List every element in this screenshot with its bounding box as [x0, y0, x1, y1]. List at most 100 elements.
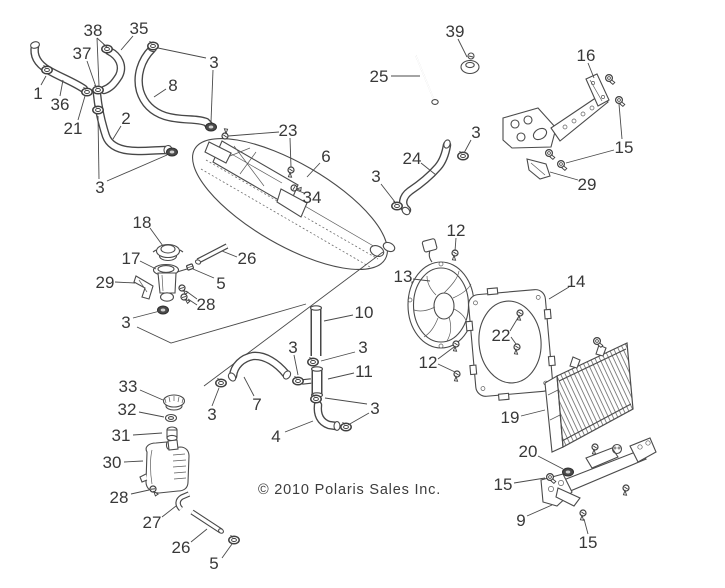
part-small-bracket-right — [526, 158, 551, 180]
leader-line — [157, 47, 207, 59]
part-hose-elbow — [313, 400, 341, 431]
leader-line — [520, 409, 546, 417]
leader-line — [618, 103, 623, 140]
leader-line — [77, 95, 86, 121]
leader-line — [138, 411, 165, 418]
clamp-icon — [92, 84, 104, 95]
callout-3: 3 — [207, 405, 216, 424]
leader-line — [86, 60, 97, 88]
part-tube-straight — [309, 305, 323, 356]
part-hose-short — [227, 351, 292, 382]
callout-3: 3 — [121, 313, 130, 332]
bolt-icon — [604, 73, 616, 86]
leader-line — [293, 354, 299, 376]
fitting-icon — [185, 263, 195, 271]
callout-26: 26 — [238, 249, 257, 268]
leader-line — [132, 310, 161, 319]
leader-line — [221, 543, 233, 559]
leader-line — [149, 227, 164, 247]
leader-line — [526, 504, 553, 517]
leader-line — [380, 183, 396, 203]
leader-line — [583, 518, 589, 535]
callout-21: 21 — [64, 119, 83, 138]
leader-line — [96, 37, 108, 48]
part-filler-neck — [152, 263, 188, 302]
part-rod — [415, 55, 439, 105]
clamp-icon — [81, 86, 93, 97]
callout-16: 16 — [577, 46, 596, 65]
leader-line — [320, 351, 356, 362]
callout-33: 33 — [119, 377, 138, 396]
callout-30: 30 — [103, 453, 122, 472]
part-cooling-fan — [407, 238, 475, 349]
callout-15: 15 — [579, 533, 598, 552]
callout-34: 34 — [303, 188, 322, 207]
leader-line — [211, 387, 220, 407]
callout-3: 3 — [358, 338, 367, 357]
leader-line — [537, 455, 564, 470]
callout-22: 22 — [492, 326, 511, 345]
callout-5: 5 — [209, 554, 218, 573]
screw-icon — [591, 443, 599, 455]
callout-7: 7 — [252, 395, 261, 414]
part-mount — [460, 52, 480, 75]
leader-line — [289, 137, 292, 168]
screw-icon — [451, 249, 459, 261]
leader-line — [565, 149, 615, 164]
part-lower-bracket — [540, 437, 657, 507]
callout-23: 23 — [279, 121, 298, 140]
leader-line — [112, 125, 122, 140]
screw-icon — [452, 340, 460, 352]
clamp-icon — [166, 147, 178, 157]
callout-9: 9 — [516, 511, 525, 530]
part-t-fitting — [301, 366, 324, 398]
callout-15: 15 — [494, 475, 513, 494]
leader-line — [40, 75, 47, 86]
leader-line — [190, 528, 208, 543]
clamp-icon — [391, 200, 403, 211]
part-hose-upper-right — [398, 139, 452, 216]
clamp-icon — [41, 64, 53, 75]
leader-line — [513, 477, 546, 484]
leader-line — [347, 412, 370, 426]
part-vent-tube-lower — [190, 509, 224, 534]
clamp-icon — [157, 305, 169, 315]
clamp-icon — [215, 377, 227, 388]
copyright-text: © 2010 Polaris Sales Inc. — [258, 482, 441, 498]
bolt-icon — [544, 149, 556, 160]
bolt-icon — [556, 160, 568, 171]
leader-line — [437, 346, 455, 360]
clamp-icon — [457, 150, 469, 161]
clamp-icon — [310, 393, 322, 404]
callout-3: 3 — [370, 399, 379, 418]
screw-icon — [177, 283, 191, 296]
callout-18: 18 — [133, 213, 152, 232]
leader-line — [510, 336, 517, 345]
clamp-icon — [292, 375, 304, 386]
callout-3: 3 — [209, 53, 218, 72]
callout-12: 12 — [419, 353, 438, 372]
callout-13: 13 — [394, 267, 413, 286]
part-heat-shield — [192, 137, 396, 271]
callout-3: 3 — [371, 167, 380, 186]
leader-line — [59, 79, 64, 97]
callout-14: 14 — [567, 272, 586, 291]
routing-line — [136, 303, 307, 344]
leader-line — [437, 363, 456, 373]
leader-line — [227, 131, 280, 137]
callout-2: 2 — [121, 109, 130, 128]
leader-line — [97, 115, 100, 180]
pin-icon — [221, 128, 229, 140]
callout-15: 15 — [615, 138, 634, 157]
leader-line — [306, 162, 321, 178]
leader-line — [153, 88, 167, 98]
callout-17: 17 — [122, 249, 141, 268]
clamp-icon — [101, 43, 113, 54]
callout-3: 3 — [471, 123, 480, 142]
leader-line — [463, 139, 472, 154]
callout-29: 29 — [96, 273, 115, 292]
part-hose-bypass — [99, 46, 126, 95]
leader-line — [187, 298, 198, 306]
